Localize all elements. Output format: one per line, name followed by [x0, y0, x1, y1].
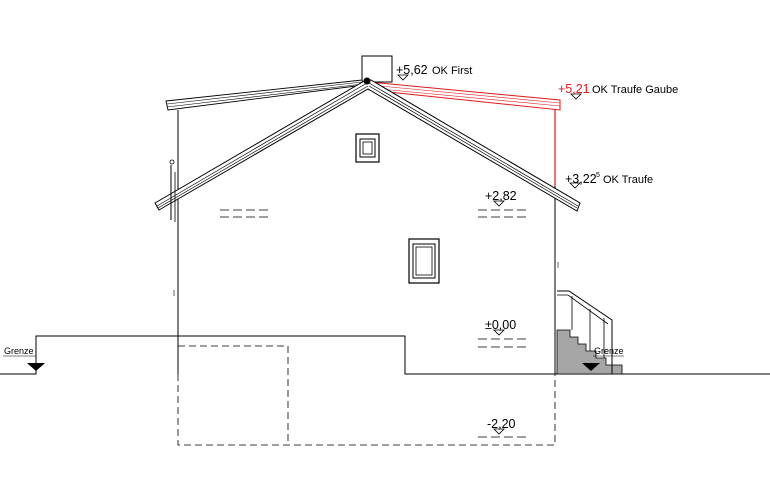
- ridge-level-value: +5,62: [396, 63, 428, 77]
- eave-level-sup: 5: [596, 172, 600, 179]
- boundary-marker-right: [582, 363, 600, 371]
- dormer-eave-level-note: OK Traufe Gaube: [592, 84, 678, 96]
- basement-outline: [177, 345, 556, 446]
- ridge-level-note: OK First: [432, 65, 472, 77]
- floor-window: [408, 238, 440, 284]
- eave-level-value: +3,22: [565, 172, 597, 186]
- ground-floor-level-value: ±0,00: [485, 318, 516, 332]
- boundary-label-left: Grenze: [4, 346, 34, 356]
- dormer-eave-level-value: +5,21: [558, 82, 590, 96]
- downpipe: [169, 159, 176, 222]
- boundary-marker-left: [27, 363, 45, 371]
- exterior-stair: [556, 290, 623, 375]
- floor-dash-lines: [220, 209, 527, 438]
- eave-level-note: OK Traufe: [603, 174, 653, 186]
- boundary-label-right: Grenze: [594, 346, 624, 356]
- upper-floor-level-value: +2,82: [485, 189, 517, 203]
- basement-level-value: -2,20: [487, 417, 516, 431]
- gable-roof: [154, 77, 581, 212]
- level-markers: [397, 74, 582, 435]
- terrain-line: [0, 335, 770, 375]
- boundary-markers: [3, 355, 624, 371]
- attic-window: [355, 133, 380, 163]
